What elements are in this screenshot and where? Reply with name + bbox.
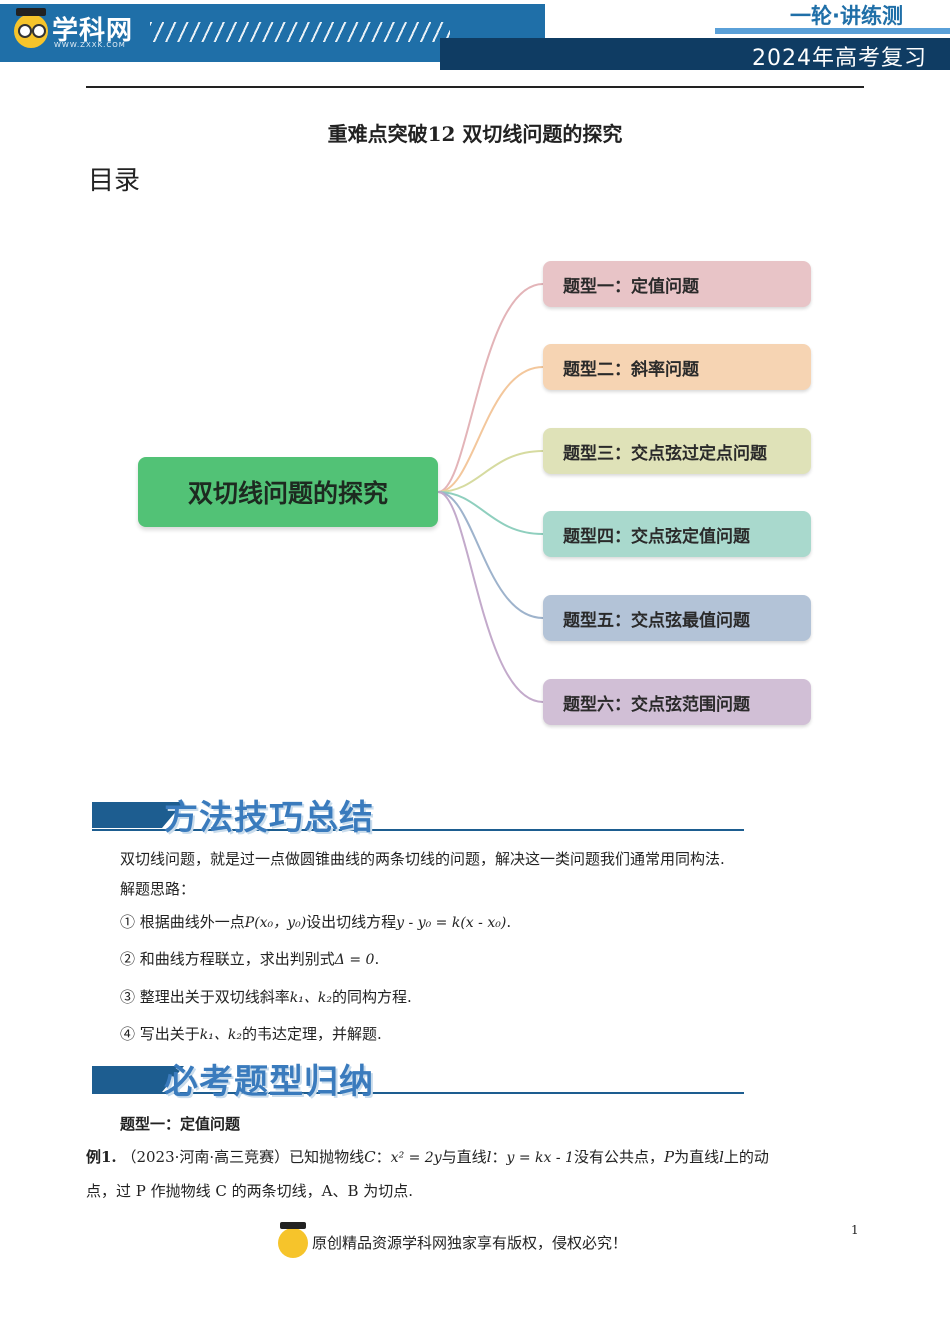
connector-3 <box>437 450 544 493</box>
mindmap-node-3: 题型三：交点弦过定点问题 <box>543 428 811 474</box>
section1-heading: 方法技巧总结 <box>164 798 374 838</box>
section1-banner-bar <box>92 802 162 828</box>
step2-text: ② 和曲线方程联立，求出判别式 <box>120 950 335 968</box>
step2-equation: Δ = 0 <box>334 952 375 968</box>
graduation-cap-icon <box>16 8 46 16</box>
footer-cap-icon <box>280 1222 306 1229</box>
parabola-equation: x² = 2y <box>390 1150 442 1166</box>
logo-subtext: WWW.ZXXK.COM <box>54 41 126 49</box>
mindmap-root: 双切线问题的探究 <box>138 457 438 527</box>
line-equation: y = kx - 1 <box>506 1150 574 1166</box>
section2-banner-bar <box>92 1066 162 1092</box>
example-1-line2: 点，过 P 作抛物线 C 的两条切线，A、B 为切点. <box>86 1182 414 1200</box>
footer-mascot-icon <box>278 1228 308 1258</box>
example-source: （2023·河南·高三竞赛）已知抛物线 <box>121 1148 365 1166</box>
mindmap-connectors <box>437 283 544 703</box>
step-3: ③ 整理出关于双切线斜率k₁、k₂的同构方程. <box>120 987 412 1008</box>
series-label: 一轮·讲练测 <box>790 4 903 28</box>
document-title: 重难点突破12 双切线问题的探究 <box>327 122 623 146</box>
step2-end: . <box>374 950 380 968</box>
logo-eye-left <box>18 24 32 38</box>
line-name-2: l <box>719 1148 724 1166</box>
header-rule <box>86 86 864 88</box>
mindmap-node-5: 题型五：交点弦最值问题 <box>543 595 811 641</box>
connector-4 <box>437 491 544 535</box>
step-1: ① 根据曲线外一点P(x₀，y₀)设出切线方程y - y₀ = k(x - x₀… <box>120 912 511 933</box>
colon: ： <box>375 1148 391 1166</box>
step-2: ② 和曲线方程联立，求出判别式Δ = 0. <box>120 949 379 970</box>
rest-2: 为直线 <box>674 1148 720 1166</box>
step1-text-b: 设出切线方程 <box>306 913 397 931</box>
step1-equation: y - y₀ = k(x - x₀) <box>396 915 507 931</box>
line-name: l <box>486 1148 492 1166</box>
example-label: 例1. <box>86 1148 117 1166</box>
mindmap-node-2: 题型二：斜率问题 <box>543 344 811 390</box>
step3-text-b: 的同构方程. <box>331 988 412 1006</box>
year-label: 2024年高考复习 <box>752 46 927 71</box>
logo-text: 学科网 <box>52 16 134 46</box>
step1-point: P(x₀，y₀) <box>244 915 307 931</box>
rest-1: 没有公共点， <box>573 1148 664 1166</box>
steps-label: 解题思路： <box>120 880 196 898</box>
type1-label: 题型一：定值问题 <box>120 1115 241 1133</box>
mindmap-node-4: 题型四：交点弦定值问题 <box>543 511 811 557</box>
point-name: P <box>663 1148 675 1166</box>
logo-eye-right <box>32 24 46 38</box>
connector-5 <box>437 491 544 619</box>
method-intro: 双切线问题，就是过一点做圆锥曲线的两条切线的问题，解决这一类问题我们通常用同构法… <box>120 850 725 868</box>
section2-banner-line <box>92 1092 744 1094</box>
connector-6 <box>437 491 544 703</box>
line-text: 与直线 <box>441 1148 487 1166</box>
section1-banner-tip <box>162 802 184 828</box>
step3-text-a: ③ 整理出关于双切线斜率 <box>120 988 290 1006</box>
curve-name: C <box>364 1148 376 1166</box>
step1-end: . <box>506 913 512 931</box>
header-band-right <box>440 38 950 70</box>
rest-3: 上的动 <box>723 1148 769 1166</box>
colon-2: ： <box>491 1148 507 1166</box>
footer-copyright: 原创精品资源学科网独家享有版权，侵权必究！ <box>312 1234 628 1252</box>
step4-vars: k₁、k₂ <box>199 1027 242 1043</box>
step4-text-b: 的韦达定理，并解题. <box>241 1025 382 1043</box>
connector-1 <box>437 283 544 493</box>
mindmap-node-1: 题型一：定值问题 <box>543 261 811 307</box>
connector-2 <box>437 366 544 493</box>
section1-banner-line <box>92 829 744 831</box>
page-number: 1 <box>851 1223 859 1237</box>
step3-vars: k₁、k₂ <box>289 990 332 1006</box>
step-4: ④ 写出关于k₁、k₂的韦达定理，并解题. <box>120 1024 382 1045</box>
section2-heading: 必考题型归纳 <box>164 1062 374 1102</box>
step4-text-a: ④ 写出关于 <box>120 1025 200 1043</box>
step1-text-a: ① 根据曲线外一点 <box>120 913 245 931</box>
example-1-line1: 例1. （2023·河南·高三竞赛）已知抛物线C：x² = 2y与直线l：y =… <box>86 1147 856 1168</box>
header-slash-pattern <box>150 22 450 42</box>
mindmap-node-6: 题型六：交点弦范围问题 <box>543 679 811 725</box>
header-accent-line <box>715 28 950 34</box>
section2-banner-tip <box>162 1066 184 1092</box>
toc-heading: 目录 <box>88 166 141 196</box>
